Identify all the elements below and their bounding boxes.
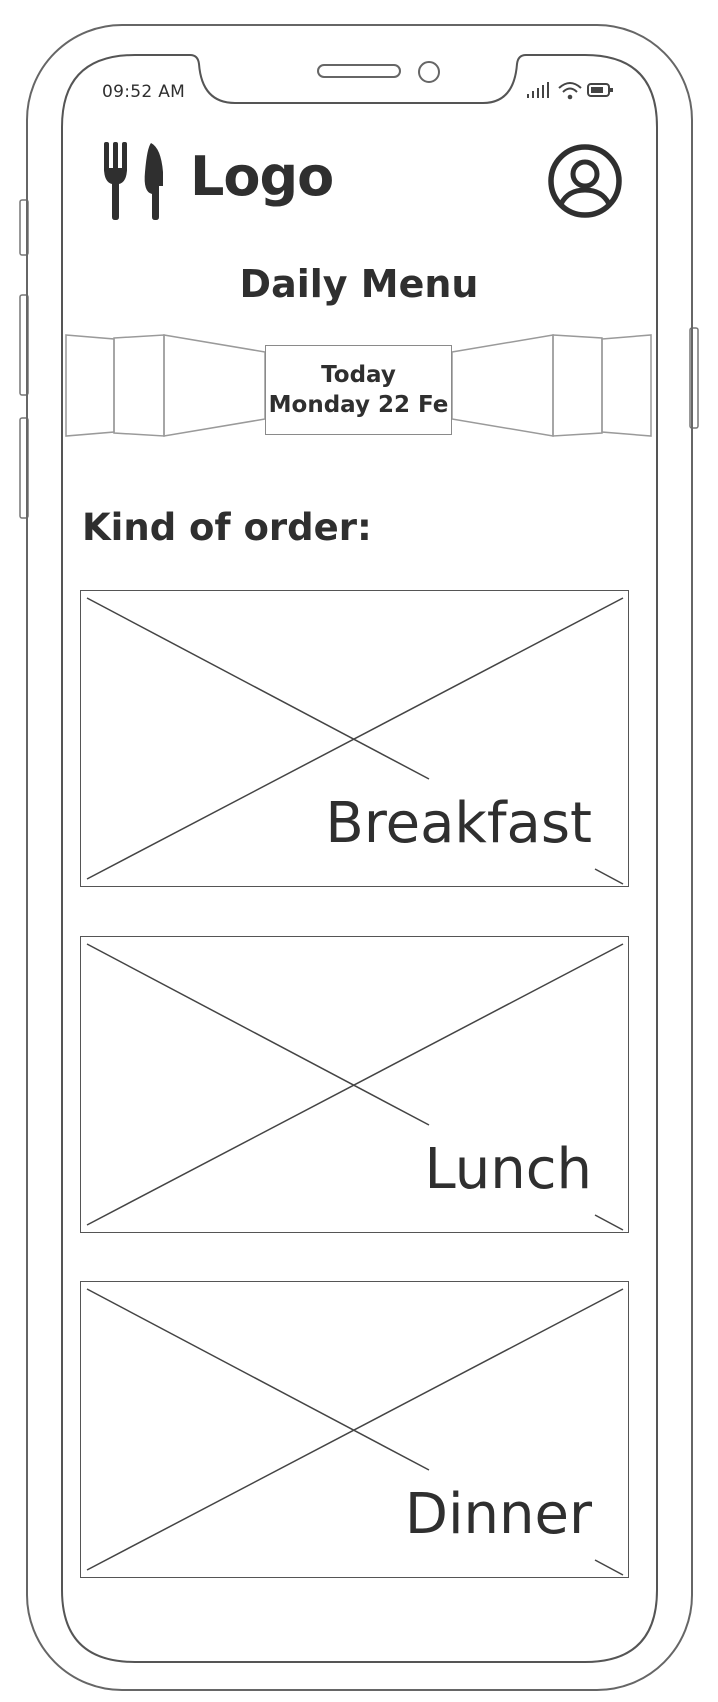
- date-selected[interactable]: Today Monday 22 Fe: [265, 345, 452, 435]
- section-label: Kind of order:: [82, 506, 372, 549]
- date-slide-right-2: [552, 334, 603, 437]
- wifi-icon: [558, 82, 582, 100]
- lunch-card[interactable]: Lunch: [80, 936, 629, 1233]
- date-slide-left-3: [65, 334, 115, 437]
- breakfast-card[interactable]: Breakfast: [80, 590, 629, 887]
- card-label: Dinner: [404, 1482, 592, 1547]
- page-title: Daily Menu: [239, 262, 479, 306]
- user-profile-icon[interactable]: [546, 142, 624, 220]
- date-slide-right-1: [451, 334, 554, 437]
- date-slide-left-1: [163, 334, 266, 437]
- signal-icon: [527, 82, 549, 98]
- date-carousel[interactable]: [0, 330, 718, 450]
- image-placeholder: [86, 943, 624, 1231]
- battery-icon: [587, 83, 613, 97]
- card-label: Breakfast: [325, 791, 592, 856]
- date-line-2: Monday 22 Fe: [268, 392, 449, 418]
- date-slide-right-3: [601, 334, 652, 437]
- logo-text: Logo: [190, 145, 334, 208]
- image-placeholder: [86, 597, 624, 885]
- dinner-card[interactable]: Dinner: [80, 1281, 629, 1578]
- date-line-1: Today: [321, 362, 396, 388]
- date-slide-left-2: [113, 334, 165, 437]
- fork-knife-icon: [104, 142, 163, 220]
- card-label: Lunch: [424, 1137, 592, 1202]
- image-placeholder: [86, 1288, 624, 1576]
- status-time: 09:52 AM: [102, 82, 186, 102]
